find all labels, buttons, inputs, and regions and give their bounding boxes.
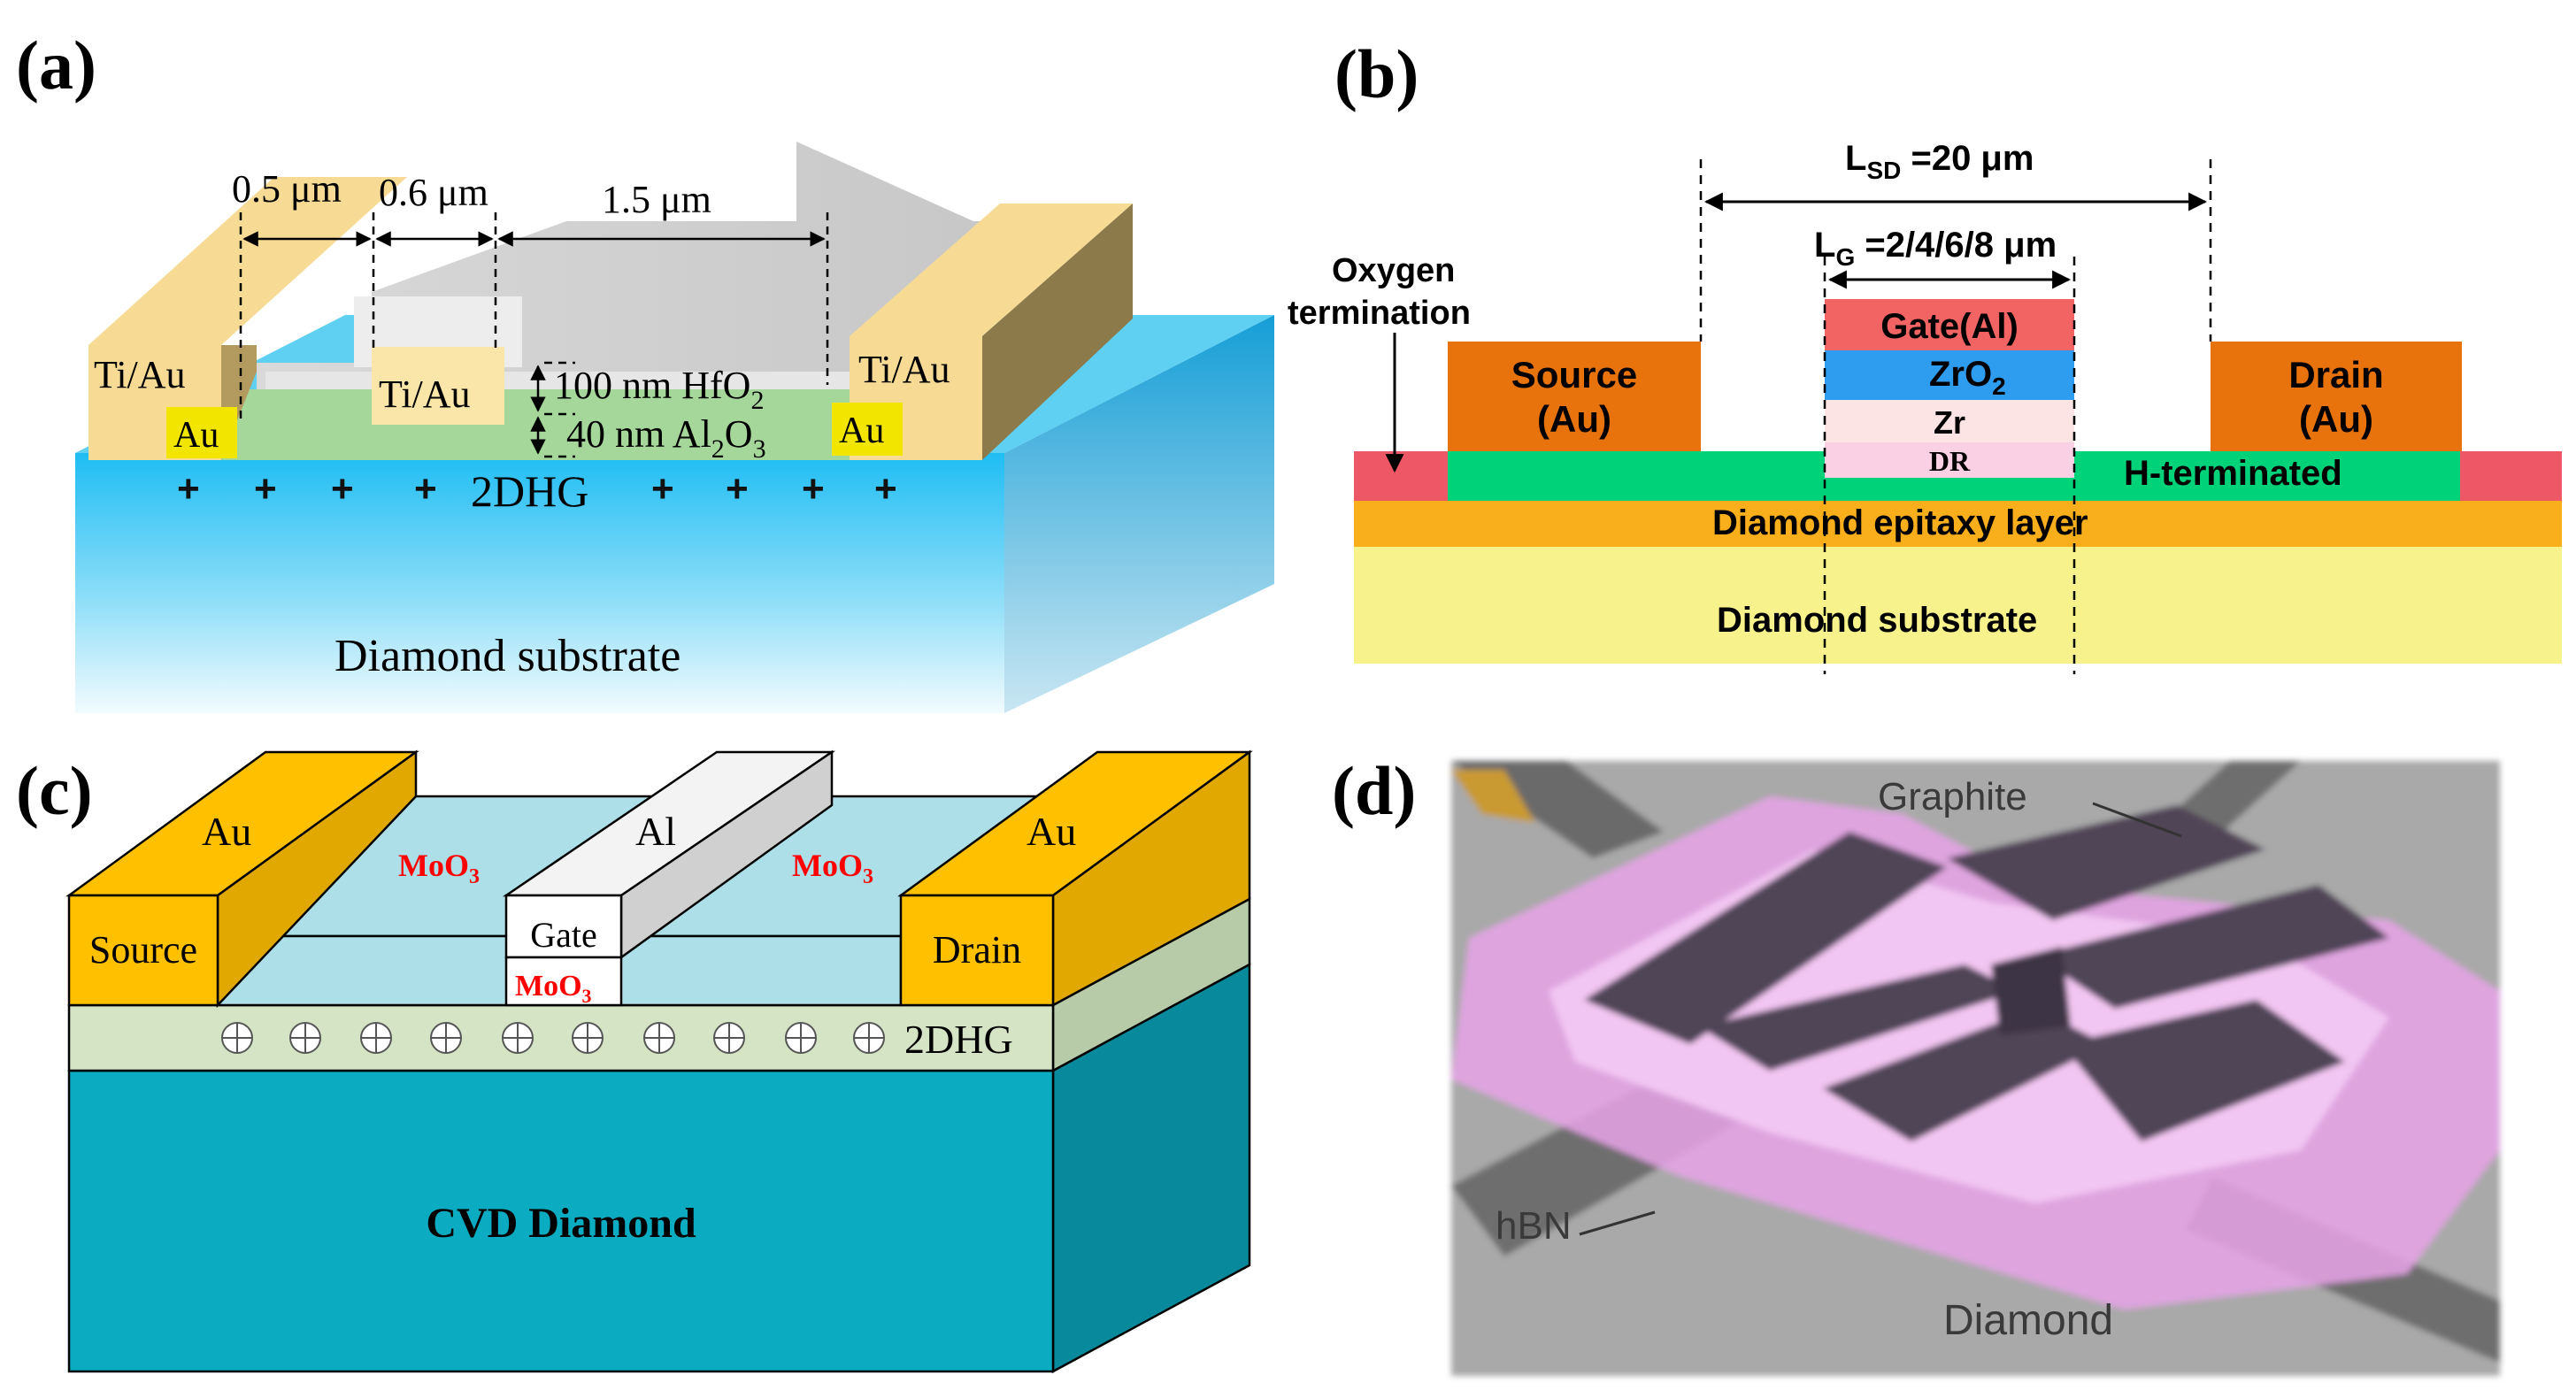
b-drain-label-1: Drain	[2288, 354, 2383, 396]
b-oxygen-label-1: Oxygen	[1332, 252, 1455, 289]
c-moo3-gate-label: MoO3	[515, 970, 592, 1007]
d-hbn-pointer	[1579, 1210, 1656, 1236]
c-cvd-label: CVD Diamond	[426, 1200, 696, 1247]
d-diamond-label: Diamond	[1943, 1297, 2113, 1344]
c-drain-front	[899, 894, 1055, 1007]
b-drain-label-2: (Au)	[2299, 398, 2373, 440]
d-hbn-label: hBN	[1496, 1204, 1572, 1248]
a-dim-15: 1.5 μm	[602, 178, 711, 221]
panel-a: (a)	[16, 27, 1274, 713]
c-2dhg-label: 2DHG	[904, 1017, 1013, 1062]
b-source	[1448, 342, 1701, 451]
a-al2o3-label: 40 nm Al2O3	[566, 412, 766, 464]
a-substrate-side	[1004, 315, 1274, 713]
a-tiau-left-label: Ti/Au	[94, 353, 186, 396]
b-substrate-label: Diamond substrate	[1717, 601, 2037, 640]
a-substrate-label: Diamond substrate	[334, 631, 681, 681]
a-tiau-mid-label: Ti/Au	[379, 373, 471, 416]
b-drain	[2211, 342, 2462, 451]
c-drain-label: Drain	[933, 928, 1021, 972]
c-gate-front	[504, 894, 623, 959]
c-2dhg-hole-symbols	[221, 1022, 885, 1054]
b-zro2-label: ZrO2	[1929, 355, 2006, 400]
a-dim-05: 0.5 μm	[232, 167, 342, 211]
b-dashed-guides	[1699, 159, 2212, 674]
a-al2o3-layer	[221, 389, 876, 460]
a-tiau-right-label: Ti/Au	[858, 348, 950, 391]
a-2dhg-label: 2DHG	[471, 466, 588, 516]
b-oxygen-left	[1354, 451, 1448, 501]
b-dr-label: DR	[1929, 445, 1971, 477]
c-gate-moo3-front	[504, 956, 623, 1007]
b-dim-arrows	[1385, 192, 2208, 473]
b-zr	[1825, 400, 2074, 442]
panel-b-label: (b)	[1334, 35, 1419, 112]
c-source-front	[67, 894, 219, 1007]
c-au-right-label: Au	[1027, 809, 1076, 854]
a-substrate-front	[75, 453, 1004, 713]
panel-a-label: (a)	[16, 27, 96, 104]
b-oxygen-right	[2460, 451, 2562, 501]
a-au-left-label: Au	[173, 415, 219, 456]
c-moo3-right-label: MoO3	[792, 848, 873, 888]
b-source-label-2: (Au)	[1537, 398, 1611, 440]
c-au-left-label: Au	[202, 809, 251, 854]
panel-d: (d) Graphite hBN Diamond	[1332, 752, 2500, 1376]
b-epitaxy	[1354, 501, 2562, 547]
panel-b: (b) LSD =20 μm LG =2/4/6/8 μm Oxygen ter…	[1288, 35, 2562, 674]
a-dim-guides	[239, 212, 829, 458]
a-2dhg-plus-marks: + + + + + + + +	[177, 467, 897, 511]
b-zr-label: Zr	[1934, 404, 1965, 441]
c-gate-label: Gate	[530, 915, 597, 955]
b-oxygen-label-2: termination	[1288, 295, 1471, 332]
svg-text:+: +	[254, 467, 277, 511]
a-au-right-box	[832, 403, 903, 456]
d-micrograph	[1451, 761, 2500, 1376]
svg-text:+: +	[177, 467, 200, 511]
c-source-label: Source	[89, 928, 197, 972]
b-gate-al	[1825, 299, 2074, 350]
b-dr	[1825, 442, 2074, 478]
a-au-left-box	[166, 407, 237, 458]
a-tiau-right-top	[850, 204, 1133, 336]
b-h-terminated-label: H-terminated	[2124, 454, 2342, 493]
a-tiau-left-top	[88, 177, 407, 345]
b-lg-label: LG =2/4/6/8 μm	[1814, 226, 2057, 271]
panel-d-label: (d)	[1332, 752, 1416, 829]
d-graphite-label: Graphite	[1878, 775, 2027, 818]
b-substrate	[1354, 547, 2562, 664]
d-graphite-pointer	[2092, 802, 2182, 838]
a-au-right-label: Au	[839, 411, 884, 451]
panel-c: (c) Au Au Al MoO3 MoO3 Gate MoO3	[16, 749, 1253, 1374]
b-epitaxy-label: Diamond epitaxy layer	[1712, 503, 2088, 542]
svg-text:+: +	[726, 467, 749, 511]
c-cvd-front	[67, 1069, 1055, 1373]
svg-text:+: +	[651, 467, 674, 511]
c-moo3-left-label: MoO3	[398, 848, 480, 888]
b-gate-label: Gate(Al)	[1880, 307, 2019, 346]
a-hfo2-label: 100 nm HfO2	[554, 364, 764, 415]
b-lsd-label: LSD =20 μm	[1845, 139, 2034, 184]
svg-text:+: +	[331, 467, 354, 511]
svg-text:+: +	[874, 467, 897, 511]
a-dim-arrows	[242, 231, 826, 455]
b-zro2	[1825, 350, 2074, 400]
a-tiau-right-side	[982, 204, 1133, 460]
a-tiau-mid-block	[372, 347, 504, 425]
panel-c-label: (c)	[16, 752, 93, 829]
a-dim-06: 0.6 μm	[379, 171, 488, 214]
c-al-label: Al	[635, 809, 676, 854]
svg-text:+: +	[414, 467, 437, 511]
svg-text:+: +	[802, 467, 825, 511]
b-source-label-1: Source	[1511, 354, 1637, 396]
